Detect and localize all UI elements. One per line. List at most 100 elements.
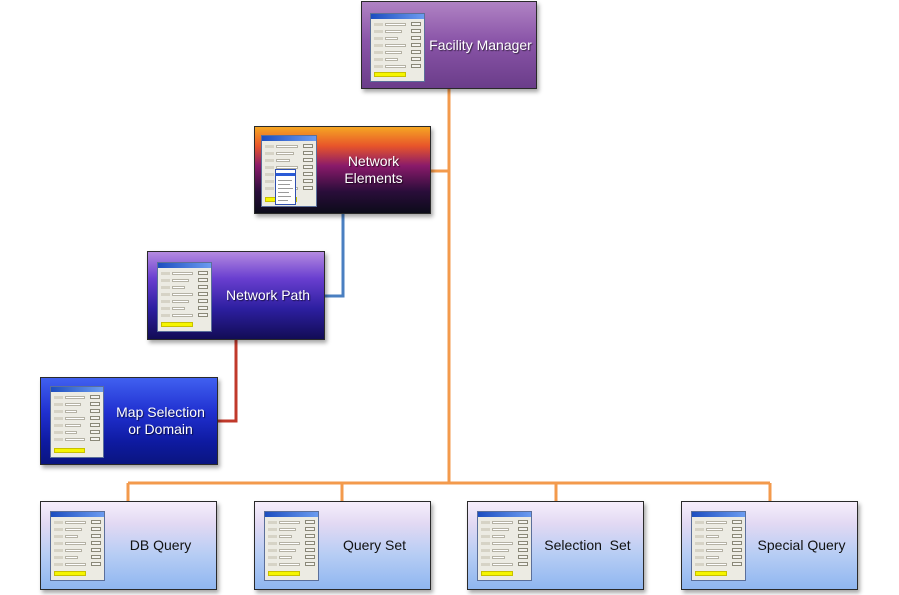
dialog-thumbnail-icon: [50, 511, 105, 581]
thumbnail-button: [90, 430, 100, 434]
thumbnail-row: [54, 535, 63, 538]
thumbnail-field: [276, 152, 294, 155]
thumbnail-row: [54, 424, 63, 427]
thumbnail-field: [65, 521, 86, 524]
thumbnail-row: [374, 51, 383, 54]
node-map-selection[interactable]: Map Selection or Domain: [40, 377, 218, 465]
thumbnail-button: [411, 64, 421, 68]
thumbnail-button: [91, 520, 101, 524]
thumbnail-row: [54, 431, 63, 434]
thumbnail-button: [518, 534, 528, 538]
thumbnail-row: [481, 556, 490, 559]
connector-map-selection: [218, 340, 238, 423]
thumbnail-field: [385, 23, 406, 26]
thumbnail-row: [374, 58, 383, 61]
thumbnail-button: [90, 395, 100, 399]
thumbnail-field: [65, 438, 85, 441]
thumbnail-row: [54, 521, 63, 524]
thumbnail-row: [265, 187, 274, 190]
thumbnail-field: [706, 563, 727, 566]
thumbnail-row: [374, 37, 383, 40]
thumbnail-button: [90, 402, 100, 406]
thumbnail-row: [265, 180, 274, 183]
thumbnail-button: [198, 271, 208, 275]
node-db-query[interactable]: DB Query: [40, 501, 217, 590]
thumbnail-titlebar: [262, 136, 316, 141]
thumbnail-row: [54, 438, 63, 441]
dialog-thumbnail-icon: [157, 262, 212, 332]
node-label: DB Query: [129, 537, 192, 553]
thumbnail-button: [303, 179, 313, 183]
thumbnail-field: [706, 556, 719, 559]
thumbnail-button: [303, 165, 313, 169]
dropdown-list-icon: [275, 169, 296, 205]
node-label: Query Set: [342, 537, 407, 553]
thumbnail-field: [492, 528, 509, 531]
dialog-thumbnail-icon: [264, 511, 319, 581]
thumbnail-row: [695, 563, 704, 566]
thumbnail-row: [54, 396, 63, 399]
thumbnail-row: [54, 556, 63, 559]
thumbnail-field: [279, 549, 296, 552]
thumbnail-button: [198, 313, 208, 317]
thumbnail-field: [279, 542, 300, 545]
thumbnail-row: [481, 542, 490, 545]
thumbnail-field: [172, 272, 193, 275]
thumbnail-field: [706, 535, 719, 538]
thumbnail-status-bar: [268, 571, 300, 576]
thumbnail-field: [492, 542, 513, 545]
thumbnail-button: [303, 158, 313, 162]
thumbnail-button: [198, 292, 208, 296]
thumbnail-row: [161, 293, 170, 296]
thumbnail-button: [90, 416, 100, 420]
thumbnail-titlebar: [158, 263, 211, 268]
thumbnail-row: [695, 549, 704, 552]
thumbnail-row: [481, 563, 490, 566]
thumbnail-field: [65, 424, 81, 427]
node-network-elements[interactable]: Network Elements: [254, 126, 431, 214]
thumbnail-button: [305, 548, 315, 552]
thumbnail-button: [198, 299, 208, 303]
thumbnail-button: [732, 527, 742, 531]
thumbnail-row: [374, 30, 383, 33]
thumbnail-titlebar: [478, 512, 531, 517]
thumbnail-field: [492, 549, 509, 552]
thumbnail-row: [161, 272, 170, 275]
thumbnail-button: [91, 541, 101, 545]
thumbnail-field: [385, 44, 406, 47]
thumbnail-button: [305, 534, 315, 538]
thumbnail-button: [303, 151, 313, 155]
thumbnail-button: [732, 541, 742, 545]
thumbnail-field: [706, 528, 723, 531]
node-selection-set[interactable]: Selection Set: [467, 501, 644, 590]
thumbnail-row: [161, 279, 170, 282]
dialog-thumbnail-icon: [477, 511, 532, 581]
thumbnail-button: [91, 534, 101, 538]
node-facility-manager[interactable]: Facility Manager: [361, 1, 537, 89]
thumbnail-field: [385, 51, 402, 54]
thumbnail-field: [65, 403, 81, 406]
thumbnail-field: [172, 293, 193, 296]
thumbnail-button: [305, 527, 315, 531]
thumbnail-field: [706, 549, 723, 552]
thumbnail-button: [305, 555, 315, 559]
thumbnail-status-bar: [161, 322, 193, 327]
thumbnail-button: [90, 437, 100, 441]
thumbnail-field: [492, 521, 513, 524]
dialog-thumbnail-icon: [691, 511, 746, 581]
thumbnail-button: [91, 548, 101, 552]
node-special-query[interactable]: Special Query: [681, 501, 858, 590]
thumbnail-titlebar: [265, 512, 318, 517]
thumbnail-button: [91, 527, 101, 531]
thumbnail-field: [492, 535, 505, 538]
node-network-path[interactable]: Network Path: [147, 251, 325, 340]
thumbnail-field: [492, 563, 513, 566]
thumbnail-titlebar: [692, 512, 745, 517]
node-query-set[interactable]: Query Set: [254, 501, 431, 590]
thumbnail-field: [385, 58, 398, 61]
thumbnail-field: [276, 166, 298, 169]
thumbnail-button: [411, 36, 421, 40]
thumbnail-button: [732, 562, 742, 566]
thumbnail-button: [411, 50, 421, 54]
